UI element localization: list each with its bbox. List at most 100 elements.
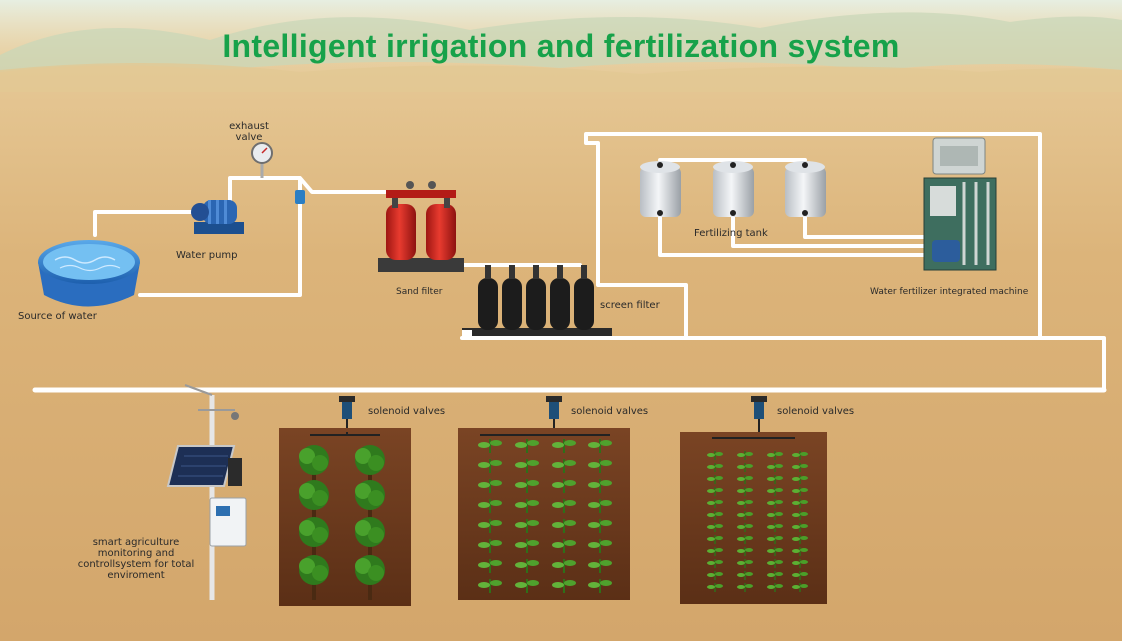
monitoring-system-label: smart agriculture monitoring and control… <box>66 537 206 581</box>
vegetable-plant <box>515 539 539 553</box>
seedling <box>767 571 783 580</box>
seedling <box>767 547 783 556</box>
monitoring-station <box>166 384 247 600</box>
vegetable-plant <box>588 479 612 493</box>
seedling <box>792 535 808 544</box>
seedling <box>737 547 753 556</box>
pipe-fert-loop <box>584 132 1042 340</box>
seedling <box>792 547 808 556</box>
source-of-water-label: Source of water <box>18 311 97 322</box>
diagram-title: Intelligent irrigation and fertilization… <box>222 28 900 64</box>
sand-filter-label: Sand filter <box>396 287 443 297</box>
tree <box>355 555 385 600</box>
monitoring-label-line1: smart agriculture <box>92 537 180 548</box>
vegetable-plant <box>588 579 612 593</box>
seedling <box>792 559 808 568</box>
tree <box>355 480 385 525</box>
seedling <box>707 499 723 508</box>
seedling <box>707 583 723 592</box>
vegetable-plant <box>478 539 502 553</box>
vegetable-plant <box>588 439 612 453</box>
vegetable-plant <box>478 479 502 493</box>
seedling <box>792 583 808 592</box>
monitoring-label-line2: monitoring and <box>97 548 175 559</box>
pipe-network <box>32 132 1107 393</box>
seedling <box>767 499 783 508</box>
seedling <box>707 523 723 532</box>
seedling <box>737 463 753 472</box>
seedling <box>707 475 723 484</box>
seedling <box>707 559 723 568</box>
seedling <box>707 463 723 472</box>
vegetable-plant <box>552 519 576 533</box>
vegetable-plant <box>478 499 502 513</box>
seedling <box>767 535 783 544</box>
vegetable-plant <box>515 579 539 593</box>
pipe-tank3-to-machine <box>803 213 932 239</box>
seedling <box>737 535 753 544</box>
seedling <box>792 571 808 580</box>
seedling <box>737 559 753 568</box>
seedling <box>707 547 723 556</box>
seedling <box>767 511 783 520</box>
vegetable-plant <box>588 539 612 553</box>
water-source-pool <box>38 240 140 307</box>
vegetable-plant <box>515 479 539 493</box>
seedling <box>737 475 753 484</box>
exhaust-valve-label-line2: valve <box>235 132 263 143</box>
seedling <box>737 571 753 580</box>
vegetable-plant <box>515 519 539 533</box>
sand-filter <box>378 181 464 272</box>
vegetable-plant <box>478 559 502 573</box>
solenoid-valves-label-3: solenoid valves <box>777 406 855 417</box>
tree <box>299 555 329 600</box>
vegetable-plant <box>588 499 612 513</box>
seedling <box>707 451 723 460</box>
solenoid-valves-label-2: solenoid valves <box>571 406 649 417</box>
seedling <box>737 523 753 532</box>
seedling <box>707 487 723 496</box>
vegetable-plant <box>478 459 502 473</box>
solenoid-valve <box>546 396 562 432</box>
vegetable-plant <box>588 519 612 533</box>
vegetable-plant <box>515 559 539 573</box>
seedling <box>767 487 783 496</box>
seedling <box>792 463 808 472</box>
fertilizing-tanks <box>640 161 826 217</box>
seedling <box>792 511 808 520</box>
vegetable-plant <box>552 539 576 553</box>
check-valve <box>295 190 305 204</box>
field-trees <box>279 428 411 606</box>
seedling <box>707 511 723 520</box>
vegetable-plant <box>515 459 539 473</box>
vegetable-plant <box>552 579 576 593</box>
fertilizer-tank <box>785 161 826 217</box>
seedling <box>767 451 783 460</box>
vegetable-plant <box>478 439 502 453</box>
seedling <box>767 559 783 568</box>
exhaust-valve-label: exhaust valve <box>226 121 272 143</box>
vegetable-plant <box>588 559 612 573</box>
fertilizer-machine <box>923 137 997 271</box>
vegetable-plant <box>552 559 576 573</box>
exhaust-valve <box>251 142 273 178</box>
fertilizing-tank-label: Fertilizing tank <box>694 228 768 239</box>
seedling <box>737 583 753 592</box>
tree <box>355 517 385 562</box>
solenoid-valve <box>339 396 355 432</box>
vegetable-plant <box>552 439 576 453</box>
water-pump-label: Water pump <box>176 250 238 261</box>
vegetable-plant <box>588 459 612 473</box>
tree <box>299 480 329 525</box>
pipe-return-to-pool <box>138 178 302 297</box>
vegetable-plant <box>552 499 576 513</box>
seedling <box>737 511 753 520</box>
seedling <box>792 475 808 484</box>
fertilizer-tank <box>713 161 754 217</box>
vegetable-plant <box>552 479 576 493</box>
vegetable-plant <box>552 459 576 473</box>
seedling <box>737 451 753 460</box>
tree <box>299 517 329 562</box>
seedling <box>792 523 808 532</box>
